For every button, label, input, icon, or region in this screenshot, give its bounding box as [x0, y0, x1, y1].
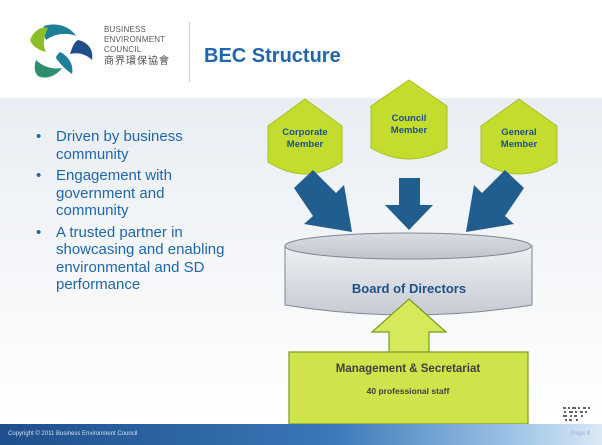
- member-corporate-line1: Corporate: [282, 127, 327, 138]
- management-box: Management & Secretariat 40 professional…: [288, 351, 529, 425]
- logo-chinese: 商界環保協會: [104, 56, 170, 67]
- slide-header: BUSINESS ENVIRONMENT COUNCIL 商界環保協會 BEC …: [0, 0, 602, 98]
- bullet-text: A trusted partner in showcasing and enab…: [56, 223, 225, 294]
- footer-copyright: Copyright © 2011 Business Environment Co…: [8, 431, 138, 437]
- logo-line-2: ENVIRONMENT: [104, 35, 166, 44]
- bullet-list: • Driven by business community • Engagemen…: [36, 128, 236, 298]
- member-general-line2: Member: [501, 139, 538, 150]
- bullet-item: • Driven by business community: [36, 128, 236, 163]
- board-label: Board of Directors: [352, 281, 466, 296]
- slide-footer: Copyright © 2011 Business Environment Co…: [0, 424, 602, 445]
- staff-label: 40 professional staff: [367, 386, 450, 396]
- bullet-item: • Engagement with government and communit…: [36, 167, 236, 220]
- page-title: BEC Structure: [204, 45, 341, 67]
- bullet-dot-icon: •: [36, 167, 42, 184]
- logo-line-1: BUSINESS: [104, 25, 147, 34]
- arrow-right-icon: [466, 170, 524, 232]
- bec-logo-icon: [30, 24, 93, 78]
- bullet-dot-icon: •: [36, 223, 42, 241]
- arrow-down-icon: [385, 178, 433, 230]
- member-council: Council Member: [370, 79, 448, 160]
- member-council-line2: Member: [391, 125, 428, 136]
- member-general-line1: General: [501, 127, 536, 138]
- member-general: General Member: [480, 98, 558, 175]
- header-divider: [189, 22, 190, 82]
- member-corporate: Corporate Member: [267, 98, 343, 175]
- member-council-line1: Council: [392, 113, 427, 124]
- bullet-dot-icon: •: [36, 128, 42, 145]
- board-of-directors-box: Board of Directors: [284, 232, 533, 316]
- bullet-text: Driven by business community: [56, 128, 183, 163]
- management-label: Management & Secretariat: [336, 363, 481, 375]
- arrow-left-icon: [294, 170, 352, 232]
- member-corporate-line2: Member: [287, 139, 324, 150]
- qr-code-icon: [562, 406, 592, 424]
- bullet-text: Engagement with government and community: [56, 167, 172, 219]
- bullet-item: • A trusted partner in showcasing and ena…: [36, 224, 236, 294]
- logo-line-3: COUNCIL: [104, 45, 142, 54]
- logo-wordmark: BUSINESS ENVIRONMENT COUNCIL 商界環保協會: [104, 25, 170, 68]
- page-number: Page 4: [570, 431, 590, 437]
